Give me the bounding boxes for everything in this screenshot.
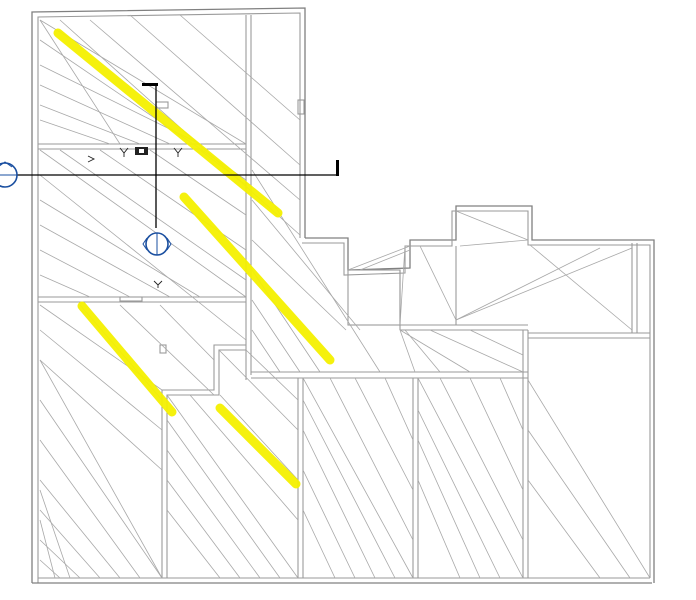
section-head-icon[interactable] <box>142 83 158 86</box>
wall-inner-right <box>302 210 651 578</box>
elevation-bubble-center[interactable] <box>142 232 172 256</box>
wall-outline-right[interactable] <box>305 205 655 583</box>
roof-triangulation <box>39 14 651 579</box>
section-horizontal[interactable] <box>10 160 339 176</box>
elevation-bubble-left[interactable] <box>0 161 18 188</box>
view-tag-icon <box>173 147 183 157</box>
view-tag-icon <box>87 155 96 163</box>
highlight-markup[interactable] <box>53 28 335 489</box>
view-tags <box>87 147 183 288</box>
section-vertical[interactable] <box>142 83 158 228</box>
highlight-stroke-4[interactable] <box>215 403 301 489</box>
view-tag-icon <box>153 280 163 288</box>
highlight-stroke-3[interactable] <box>77 301 177 417</box>
highlight-stroke-1[interactable] <box>53 28 283 218</box>
interior-walls <box>38 15 650 578</box>
view-tag-icon <box>119 147 129 157</box>
highlight-stroke-2[interactable] <box>179 192 335 365</box>
outer-walls <box>31 7 655 584</box>
wall-inner-left-block <box>37 12 301 583</box>
section-head-icon[interactable] <box>336 160 339 176</box>
wall-outline-left-block[interactable] <box>31 7 306 583</box>
